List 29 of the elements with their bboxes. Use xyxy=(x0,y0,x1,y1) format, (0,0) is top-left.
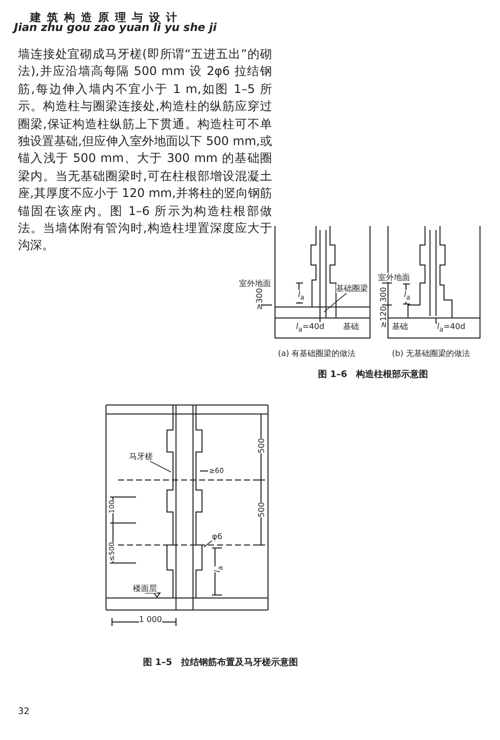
dimension-label: ≥300 xyxy=(255,288,264,310)
leader-label: 基础圈梁 xyxy=(336,284,368,294)
anchor-length-label: l$_{a}$ xyxy=(404,290,410,302)
dimension-label: 500 xyxy=(257,502,266,518)
anchor-length-label: l$_{a}$ xyxy=(298,290,304,302)
foundation-label: 基础 xyxy=(392,322,408,332)
leader-line xyxy=(324,292,347,312)
anchor-length-label: l$_{a}$=40d xyxy=(296,322,324,334)
leader-line xyxy=(150,460,172,472)
leader-label: φ6 xyxy=(212,532,222,542)
figure-caption: (a) 有基础圈梁的做法 xyxy=(278,349,356,358)
figure-caption: (b) 无基础圈梁的做法 xyxy=(392,349,470,358)
ground-level-label: 室外地面 xyxy=(378,273,410,282)
leader-label: 马牙槎 xyxy=(129,452,153,462)
running-head: 建筑构造原理与设计 xyxy=(30,12,183,24)
page-number: 32 xyxy=(18,707,30,718)
foundation-label: 基础 xyxy=(343,322,359,332)
anchor-length-label: l$_{a}$=40d xyxy=(437,322,466,334)
body-paragraph: 墙连接处宜砌成马牙槎(即所谓“五进五出”的砌法),并应沿墙高每隔 500 mm 设 2φ6 拉结钢筋,每边伸入墙内不宜小于 1 m,如图 1–5 所示。构造柱与圈梁连接处,构造柱的纵筋应穿过圈梁,保证构造柱纵筋上下贯通。构造柱可不单独设置基础,但应伸入室外地面以下 500 mm,或锚入浅于 500 mm、大于 300 mm 的基础圈梁内。当无基础圈梁时,可在柱根部增设混凝土座,其厚度不应小于 120 mm,并将柱的竖向钢筋锚固在该座内。图 1–6 所示为构造柱根部做法。当墙体附有管沟时,构造柱埋置深度应大于沟深。 xyxy=(18,46,272,254)
floor-level-label: 楼面层 xyxy=(133,584,157,594)
dimension-label: 1 000 xyxy=(139,615,162,624)
figure-caption: 图 1–5 拉结钢筋布置及马牙槎示意图 xyxy=(143,658,298,668)
ground-level-label: 室外地面 xyxy=(239,279,271,288)
dimension-label: 500 xyxy=(257,438,266,454)
figure-caption: 图 1–6 构造柱根部示意图 xyxy=(318,370,428,380)
dimension-label: ≥120 xyxy=(379,306,388,328)
dimension-label: 300 xyxy=(379,287,388,302)
leader-line xyxy=(204,540,212,548)
running-head-pinyin: Jian zhu gou zao yuan li yu she ji xyxy=(14,22,217,35)
